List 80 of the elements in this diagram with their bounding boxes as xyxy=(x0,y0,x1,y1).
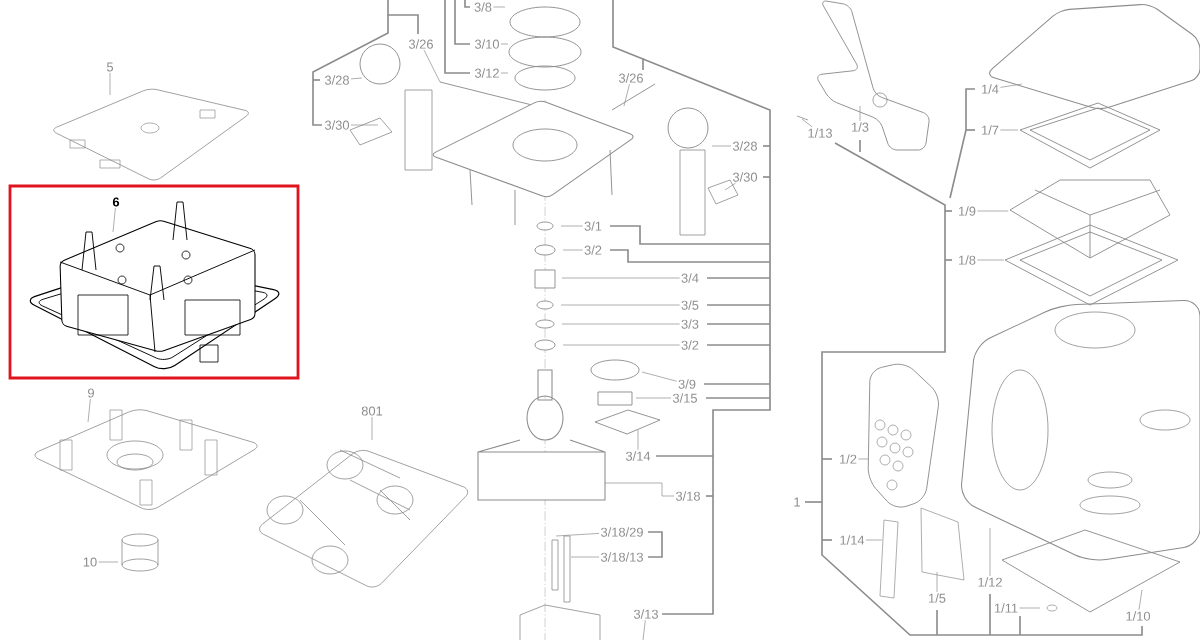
callout-number: 9 xyxy=(88,388,94,398)
leader-line xyxy=(112,207,116,233)
callout-number: 5 xyxy=(106,62,114,72)
leader-line xyxy=(623,83,630,107)
callout-number: 3/4 xyxy=(681,273,699,283)
leader-line xyxy=(724,182,736,191)
leader-line xyxy=(865,539,883,541)
leader-line xyxy=(989,547,991,577)
leader-line xyxy=(350,124,379,126)
callout-number: 1/5 xyxy=(929,593,946,603)
callout-number: 1/9 xyxy=(959,206,976,216)
leader-line xyxy=(561,277,680,279)
callout-number: 3/30 xyxy=(732,172,758,182)
callout-number: 3/3 xyxy=(681,319,699,329)
callout-number: 1/7 xyxy=(982,125,999,135)
leader-line xyxy=(642,619,646,640)
leader-line xyxy=(423,49,441,83)
callout-number: 1/10 xyxy=(1126,611,1151,621)
highlight-frame xyxy=(8,184,300,380)
callout-number: 3/15 xyxy=(672,393,697,403)
leader-line xyxy=(562,249,583,251)
leader-line xyxy=(493,6,506,8)
leader-line xyxy=(555,533,600,537)
callout-number: 1/12 xyxy=(978,577,1002,587)
leader-line xyxy=(109,72,111,96)
leader-line xyxy=(1138,589,1143,611)
callout-number: 3/13 xyxy=(633,609,658,619)
callout-number: 3/30 xyxy=(324,120,350,130)
callout-number: 1/13 xyxy=(808,128,832,138)
callout-number: 3/18/13 xyxy=(601,552,643,562)
callout-number: 1 xyxy=(794,497,800,507)
leader-line xyxy=(641,371,677,382)
leader-line xyxy=(635,397,672,399)
callout-number: 1/8 xyxy=(959,255,976,265)
callout-number: 3/26 xyxy=(618,73,643,83)
callout-number: 3/2 xyxy=(681,340,699,350)
leader-line xyxy=(977,259,1005,261)
leader-line xyxy=(977,210,1009,212)
leader-line xyxy=(560,304,680,306)
leader-line xyxy=(801,118,813,128)
leader-line xyxy=(371,416,373,441)
leader-line xyxy=(1000,129,1019,131)
leader-line xyxy=(561,323,680,325)
leader-line xyxy=(98,561,119,563)
leader-line xyxy=(936,571,938,593)
leader-line xyxy=(1019,607,1041,609)
callout-number: 1/2 xyxy=(840,454,857,464)
callout-number: 1/3 xyxy=(852,122,869,132)
callout-number: 1/11 xyxy=(994,603,1018,613)
callout-number: 3/10 xyxy=(474,39,500,49)
callout-number: 6 xyxy=(112,197,120,207)
leader-line xyxy=(570,556,600,558)
leader-line xyxy=(1000,83,1023,88)
callout-number: 3/18/29 xyxy=(601,527,643,537)
callout-number: 801 xyxy=(361,406,383,416)
callout-number: 3/2 xyxy=(584,245,602,255)
callout-number: 3/26 xyxy=(408,39,433,49)
leader-line xyxy=(604,482,675,497)
leader-line xyxy=(560,225,583,227)
callout-number: 1/4 xyxy=(982,84,999,94)
callout-number: 3/9 xyxy=(678,379,696,389)
leader-line xyxy=(858,458,869,460)
callout-number: 3/28 xyxy=(732,141,757,151)
callout-number: 1/14 xyxy=(840,535,865,545)
callout-number: 3/1 xyxy=(584,221,602,231)
callout-number: 3/18 xyxy=(675,491,700,501)
callout-number: 3/5 xyxy=(681,300,699,310)
leader-line xyxy=(711,145,732,147)
leader-line xyxy=(500,43,509,45)
leader-line xyxy=(859,105,861,122)
callout-number: 3/8 xyxy=(474,2,492,12)
leader-line xyxy=(637,429,639,451)
leader-line xyxy=(562,344,680,346)
leader-line xyxy=(87,398,91,423)
callout-number: 3/28 xyxy=(324,75,349,85)
callout-number: 3/12 xyxy=(474,68,499,78)
leader-line xyxy=(350,77,363,80)
leader-line xyxy=(500,72,509,74)
callout-number: 10 xyxy=(83,557,97,567)
callout-number: 3/14 xyxy=(625,451,651,461)
